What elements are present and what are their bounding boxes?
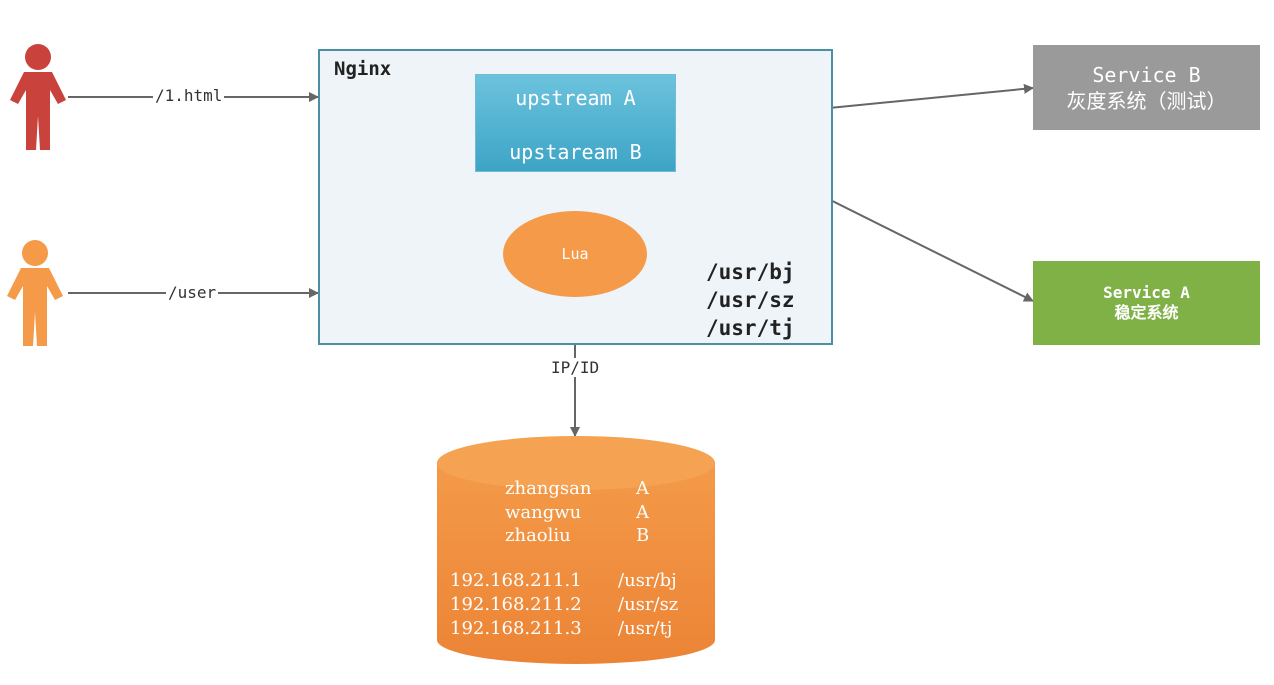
service-a-box: Service A 稳定系统 [1033,261,1260,345]
lua-label: Lua [561,245,589,263]
db-user-name-1: wangwu [505,502,582,523]
db-ip-path-1: /usr/sz [618,594,679,615]
service-a-desc: 稳定系统 [1114,303,1179,322]
path-sz: /usr/sz [706,288,795,312]
db-ip-2: 192.168.211.3 [450,618,582,639]
nginx-title: Nginx [334,58,392,80]
nginx-paths: /usr/bj /usr/sz /usr/tj [706,258,795,342]
db-user-name-2: zhaoliu [505,525,571,546]
db-user-group-2: B [636,525,650,546]
service-b-box: Service B 灰度系统（测试） [1033,45,1260,130]
user-red-icon [10,44,66,150]
db-ip-0: 192.168.211.1 [450,570,582,591]
db-ip-path-2: /usr/tj [618,618,673,639]
db-ip-path-0: /usr/bj [618,570,677,591]
edge-label-user: /user [166,283,219,302]
path-bj: /usr/bj [706,260,795,284]
path-tj: /usr/tj [706,316,795,340]
service-b-desc: 灰度系统（测试） [1066,88,1227,113]
upstream-a-label: upstream A [515,86,636,110]
db-user-name-0: zhangsan [505,478,592,499]
db-user-group-1: A [636,502,649,523]
lua-node: Lua [503,211,647,297]
db-ip-1: 192.168.211.2 [450,594,582,615]
service-a-name: Service A [1103,283,1190,302]
db-user-group-0: A [636,478,649,499]
user-orange-icon [7,240,63,346]
edge-label-ip-id: IP/ID [549,358,602,377]
edge-label-html: /1.html [153,86,225,105]
upstream-b-label: upstaream B [509,140,642,164]
service-b-name: Service B [1092,62,1201,87]
upstream-box: upstream A upstaream B [475,74,676,172]
database-cylinder [437,436,715,664]
